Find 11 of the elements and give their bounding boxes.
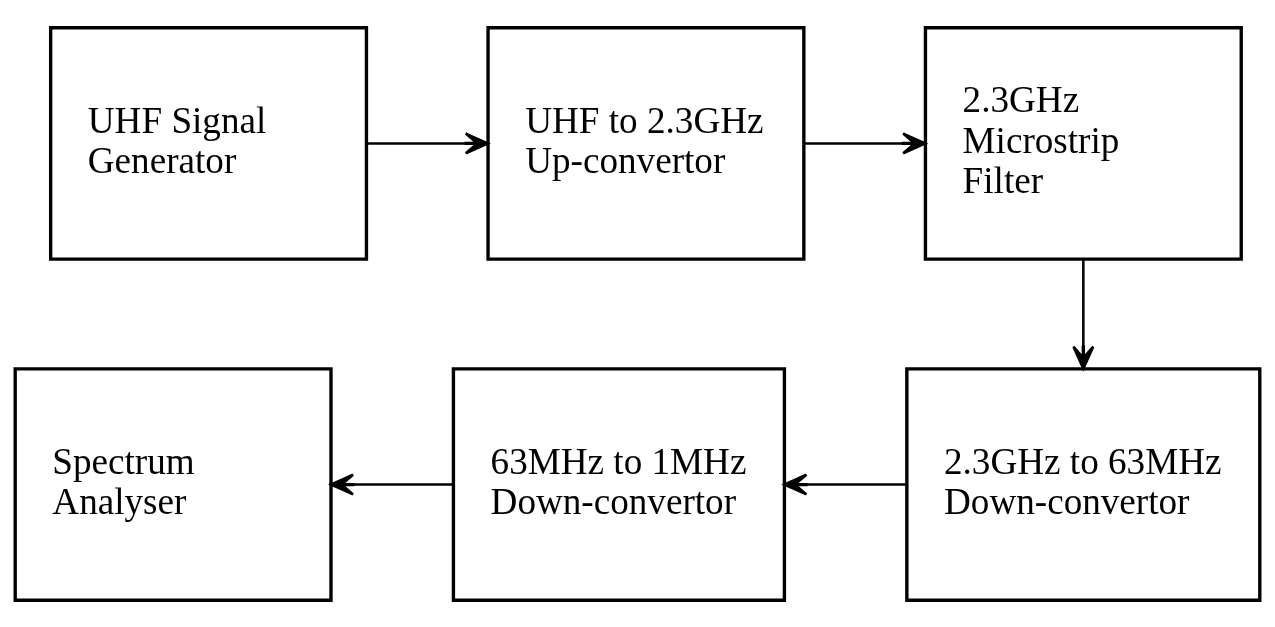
node-box: 2.3GHz to 63MHz Down-convertor [905, 366, 1262, 602]
node-box: 2.3GHz Microstrip Filter [923, 25, 1243, 261]
arrow [329, 472, 454, 496]
arrow [783, 472, 907, 496]
node-box: 63MHz to 1MHz Down-convertor [451, 366, 787, 602]
arrow [1072, 258, 1095, 370]
node-box: UHF to 2.3GHz Up-convertor [486, 25, 806, 261]
node-box: Spectrum Analyser [13, 366, 333, 602]
node-box: UHF Signal Generator [48, 25, 369, 261]
arrow [366, 131, 489, 155]
arrow [804, 131, 927, 155]
